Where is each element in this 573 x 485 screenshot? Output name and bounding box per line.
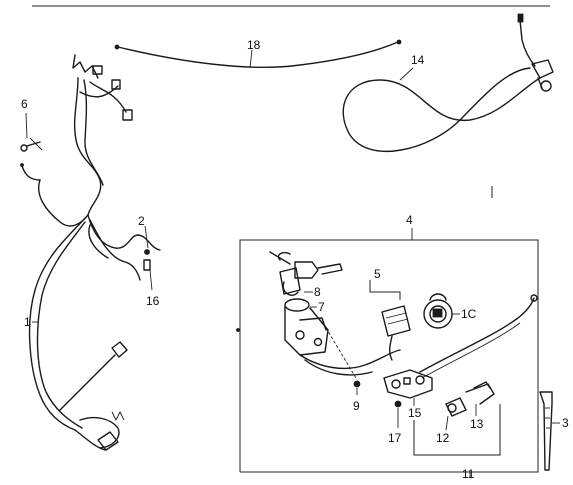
callout-9: 9	[353, 399, 360, 413]
callout-1c: 1C	[461, 307, 477, 321]
part-8-key-set	[269, 251, 343, 296]
part-1c-round-lock	[423, 293, 453, 329]
callout-5: 5	[374, 267, 381, 281]
callout-8: 8	[314, 285, 321, 299]
part-17-screw	[394, 400, 402, 428]
callout-16: 16	[146, 294, 160, 308]
part-15-switch-bracket	[383, 369, 433, 399]
part-3-strap	[539, 391, 553, 471]
callout-18: 18	[247, 38, 261, 52]
callout-2: 2	[138, 214, 145, 228]
part-5-connector	[369, 280, 411, 361]
callout-7: 7	[318, 300, 325, 314]
group-11-bracket	[413, 404, 501, 478]
part-14-loop-cable	[342, 13, 554, 152]
part-12-small-cylinder	[445, 397, 467, 417]
callout-1: 1	[24, 315, 31, 329]
callout-15: 15	[408, 406, 422, 420]
cable-to-right	[419, 294, 538, 379]
callout-13: 13	[470, 417, 484, 431]
part-6-screw	[20, 137, 43, 167]
part-18-cable	[114, 39, 402, 68]
callout-12: 12	[436, 431, 450, 445]
part-13-bracket	[465, 381, 495, 405]
callout-14: 14	[411, 53, 425, 67]
callout-11: 11	[462, 467, 475, 481]
callout-17: 17	[388, 431, 402, 445]
callout-4: 4	[406, 213, 413, 227]
callout-6: 6	[21, 97, 28, 111]
group-4-frame	[236, 228, 539, 473]
callout-3: 3	[562, 416, 569, 430]
part-1-main-harness	[21, 54, 161, 451]
part-9-screw	[325, 327, 361, 395]
part-7-ignition-switch	[284, 298, 401, 376]
